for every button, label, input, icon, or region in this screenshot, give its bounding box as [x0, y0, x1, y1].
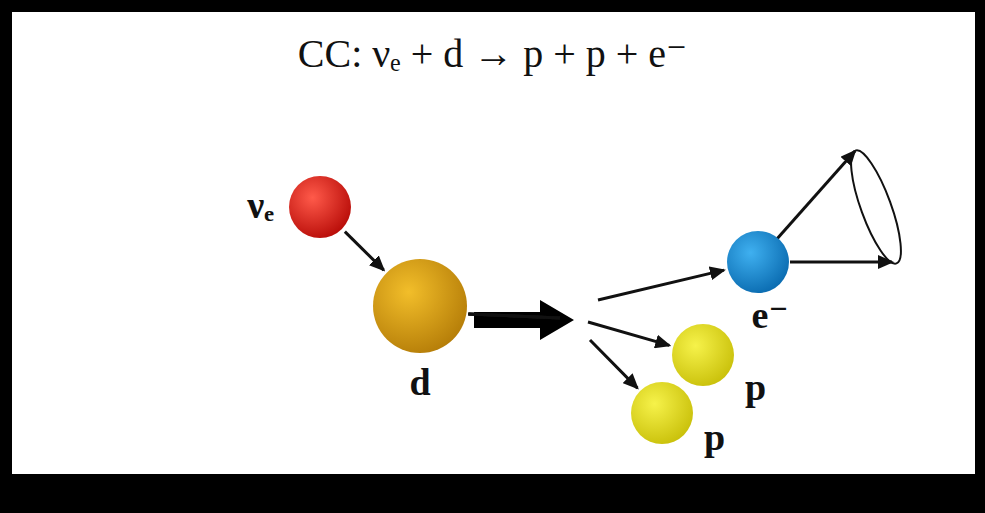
reaction-arrow	[468, 314, 669, 345]
electron-particle: e⁻	[727, 231, 789, 293]
deuteron-particle: d	[373, 259, 467, 353]
particle-sphere	[672, 324, 734, 386]
proton-particle: p	[631, 382, 693, 444]
particle-sphere	[373, 259, 467, 353]
particle-circle	[289, 176, 351, 238]
cherenkov-ring	[841, 145, 910, 268]
reaction-arrow	[468, 270, 724, 318]
proton-particle: p	[672, 324, 734, 386]
particle-sphere	[631, 382, 693, 444]
reaction-arrow	[468, 314, 637, 388]
particle-label: d	[409, 362, 430, 404]
particle-circle	[727, 231, 789, 293]
particle-label: νₑ	[247, 185, 274, 227]
cone-arrow	[776, 151, 855, 240]
particle-label: p	[704, 417, 725, 459]
white-ground	[12, 12, 975, 474]
neutrino-particle: νₑ	[289, 176, 351, 238]
cone-arrow	[790, 261, 892, 264]
particle-label: e⁻	[752, 295, 789, 337]
reaction-arrow	[345, 232, 384, 270]
particle-label: p	[745, 367, 766, 409]
equation-title: CC: νₑ + d → p + p + e⁻	[0, 30, 985, 77]
particle-circle	[631, 382, 693, 444]
big-arrow	[474, 300, 574, 340]
particle-sphere	[289, 176, 351, 238]
particle-sphere	[727, 231, 789, 293]
particle-circle	[373, 259, 467, 353]
particle-circle	[672, 324, 734, 386]
